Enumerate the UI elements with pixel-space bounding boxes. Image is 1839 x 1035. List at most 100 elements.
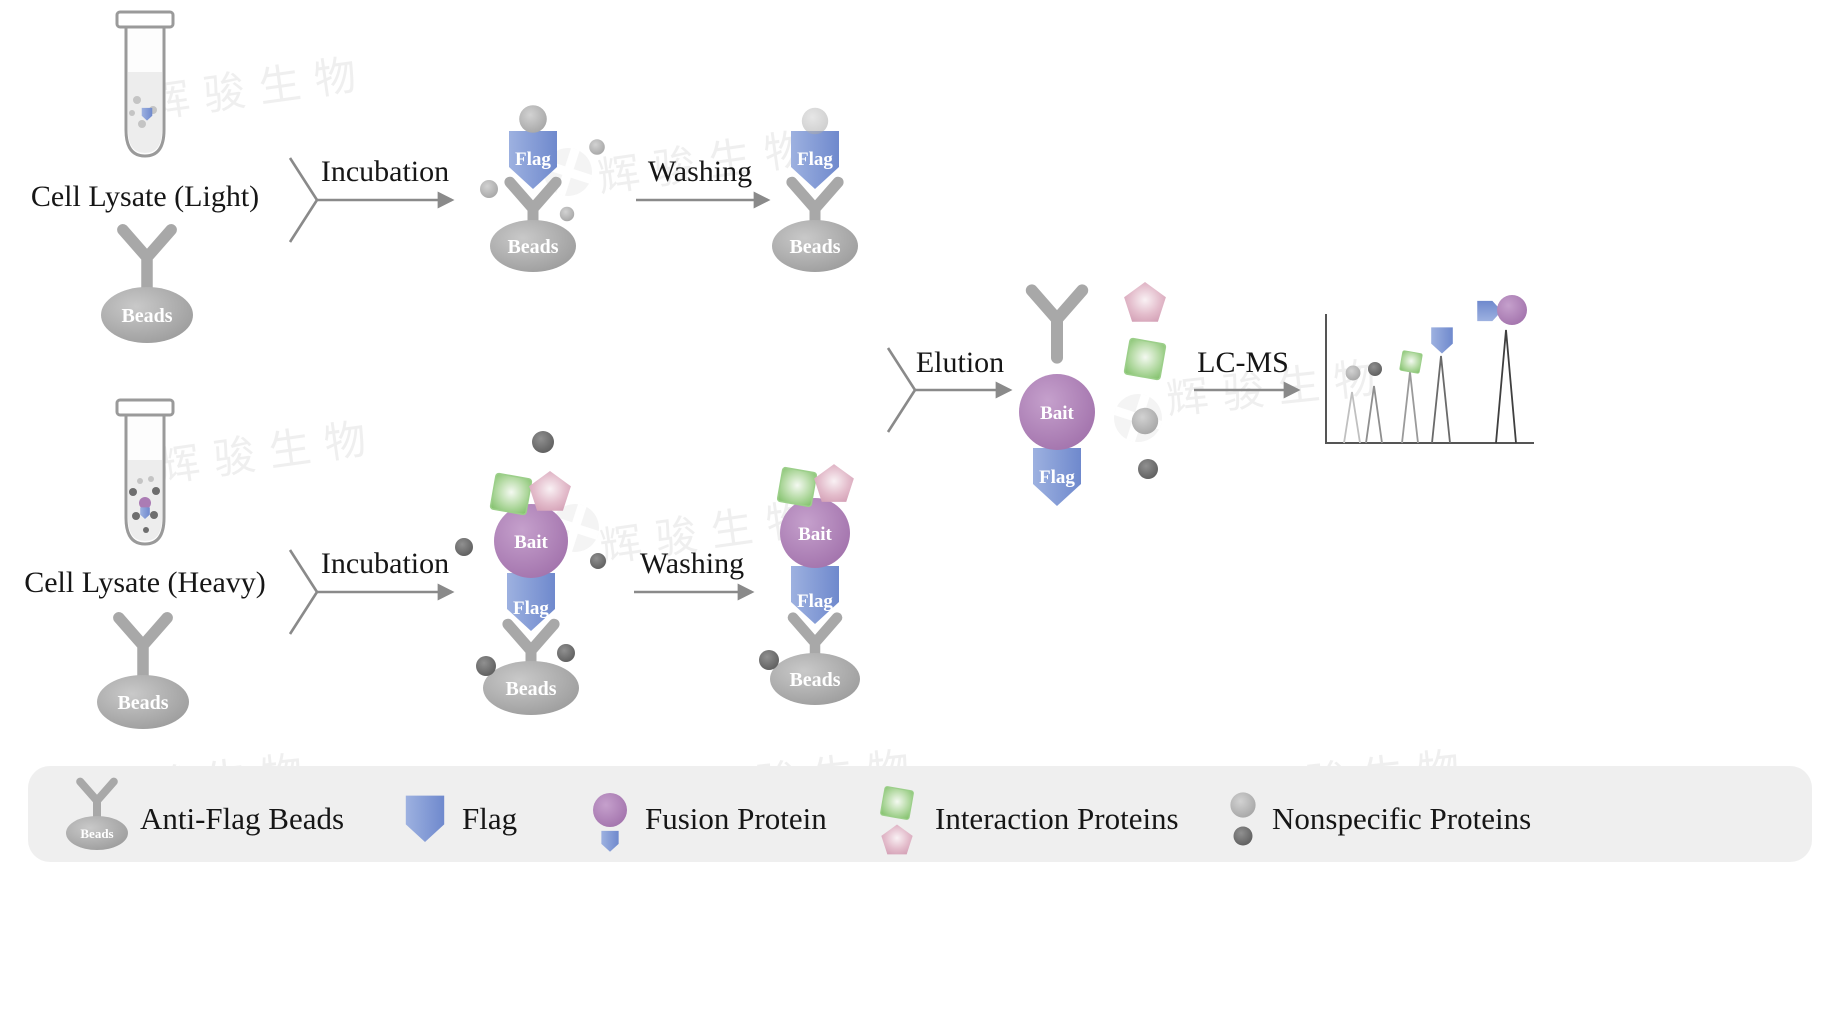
- complex-light-incubated: Beads Flag: [480, 105, 605, 272]
- heavy-sample-group: Cell Lysate (Heavy) Beads Incubation Bea…: [24, 398, 860, 729]
- legend-item-flag: Flag: [405, 795, 517, 842]
- peak-5: [1495, 329, 1517, 444]
- arrow-incubation-top: Incubation: [288, 155, 455, 243]
- interaction-green-icon: [489, 472, 533, 516]
- interaction-pink-icon: [1124, 282, 1166, 322]
- chromatogram-axes: [1325, 314, 1534, 444]
- nonspecific-dark-icon: [476, 656, 496, 676]
- complex-eluted: Bait Flag: [1019, 282, 1167, 506]
- lcms-label: LC-MS: [1197, 346, 1289, 379]
- legend-item-nonspecific-proteins: Nonspecific Proteins: [1230, 792, 1531, 846]
- washing-label: Washing: [648, 155, 752, 188]
- interaction-green-icon: [1123, 337, 1167, 381]
- arrow-incubation-bottom: Incubation: [288, 547, 455, 635]
- complex-light-washed: Beads Flag: [772, 107, 858, 272]
- elution-group: Elution Bait Flag LC-MS: [886, 282, 1534, 506]
- nonspecific-dark-icon: [1233, 826, 1253, 846]
- nonspecific-light-icon: [801, 107, 829, 135]
- nonspecific-light-icon: [559, 206, 575, 222]
- beads-label: Beads: [80, 826, 113, 841]
- beads-icon: [483, 661, 579, 715]
- interaction-pink-icon: [814, 464, 854, 502]
- bait-label: Bait: [1040, 403, 1074, 424]
- nonspecific-light-icon: [1345, 365, 1361, 381]
- nonspecific-light-icon: [1131, 407, 1159, 435]
- legend-item-fusion-protein: Fusion Protein: [593, 793, 827, 852]
- beads-label: Beads: [505, 678, 556, 700]
- beads-icon: [66, 816, 128, 850]
- particle-dark: [150, 511, 158, 519]
- nonspecific-dark-icon: [557, 644, 575, 662]
- flag-label: Flag: [513, 598, 549, 619]
- legend-background: [28, 766, 1812, 862]
- bait-label: Bait: [514, 532, 548, 553]
- nonspecific-dark-icon: [455, 538, 473, 556]
- bait-icon: [780, 498, 850, 568]
- particle-dark: [152, 487, 160, 495]
- peak-2: [1365, 385, 1383, 444]
- beads-label: Beads: [117, 692, 168, 714]
- beads-icon: [490, 220, 576, 272]
- beads-icon: [101, 287, 193, 343]
- antibody-icon: [123, 230, 171, 294]
- nonspecific-dark-icon: [1368, 362, 1382, 376]
- chromatogram: [1325, 295, 1534, 444]
- particle-dark: [143, 527, 149, 533]
- legend-label: Anti-Flag Beads: [140, 801, 344, 836]
- nonspecific-light-icon: [519, 105, 547, 133]
- incubation-label: Incubation: [321, 155, 449, 188]
- legend-label: Flag: [462, 801, 517, 836]
- elution-label: Elution: [916, 346, 1004, 379]
- complex-heavy-washed: Beads Flag Bait: [759, 464, 860, 705]
- beads-label: Beads: [507, 236, 558, 258]
- particle-light: [137, 478, 143, 484]
- legend-item-interaction-proteins: Interaction Proteins: [879, 785, 1179, 855]
- peak-1: [1343, 391, 1361, 444]
- legend-label: Fusion Protein: [645, 801, 827, 836]
- particle-light: [133, 96, 141, 104]
- arrow-washing-bottom: Washing: [634, 547, 755, 601]
- cell-lysate-heavy-label: Cell Lysate (Heavy): [24, 566, 266, 599]
- nonspecific-dark-icon: [590, 553, 606, 569]
- beads-icon: [772, 220, 858, 272]
- beads-label: Beads: [789, 669, 840, 691]
- antibody-icon: [1032, 290, 1082, 357]
- flag-label: Flag: [1039, 467, 1075, 488]
- beads-label: Beads: [121, 305, 172, 327]
- fusion-protein-icon: [593, 793, 627, 827]
- interaction-green-icon: [1399, 350, 1423, 374]
- antiflag-beads-light: Beads: [101, 230, 193, 343]
- particle-dark: [132, 512, 140, 520]
- beads-icon: [770, 653, 860, 705]
- beads-icon: [97, 675, 189, 729]
- nonspecific-light-icon: [589, 139, 605, 155]
- particle-light: [138, 120, 146, 128]
- legend-item-antiflag-beads: Beads Anti-Flag Beads: [66, 782, 344, 850]
- legend-label: Interaction Proteins: [935, 801, 1179, 836]
- bait-icon: [494, 504, 568, 578]
- flag-label: Flag: [797, 591, 833, 612]
- flag-label: Flag: [797, 149, 833, 170]
- arrow-washing-top: Washing: [636, 155, 771, 209]
- interaction-green-icon: [776, 466, 818, 508]
- nonspecific-dark-icon: [1138, 459, 1158, 479]
- watermark-text: 辉骏生物: [155, 412, 384, 492]
- antiflag-beads-heavy: Beads: [97, 618, 189, 729]
- nonspecific-light-icon: [480, 180, 498, 198]
- cell-lysate-light-label: Cell Lysate (Light): [31, 180, 259, 213]
- particle-light: [129, 110, 135, 116]
- arrow-elution: Elution: [886, 346, 1013, 433]
- light-sample-group: Cell Lysate (Light) Beads Incubation Bea…: [31, 10, 858, 343]
- beads-label: Beads: [789, 236, 840, 258]
- nonspecific-light-icon: [1230, 792, 1256, 818]
- complex-heavy-incubated: Beads Flag Bait: [455, 431, 606, 715]
- legend-bar: Beads Anti-Flag Beads Flag Fusion Protei…: [28, 766, 1812, 862]
- fusion-protein-icon: [139, 497, 151, 509]
- interaction-pink-icon: [529, 471, 571, 511]
- peak-3: [1401, 371, 1419, 444]
- fusion-protein-icon: [1497, 295, 1527, 325]
- flag-label: Flag: [515, 149, 551, 170]
- bait-icon: [1019, 374, 1095, 450]
